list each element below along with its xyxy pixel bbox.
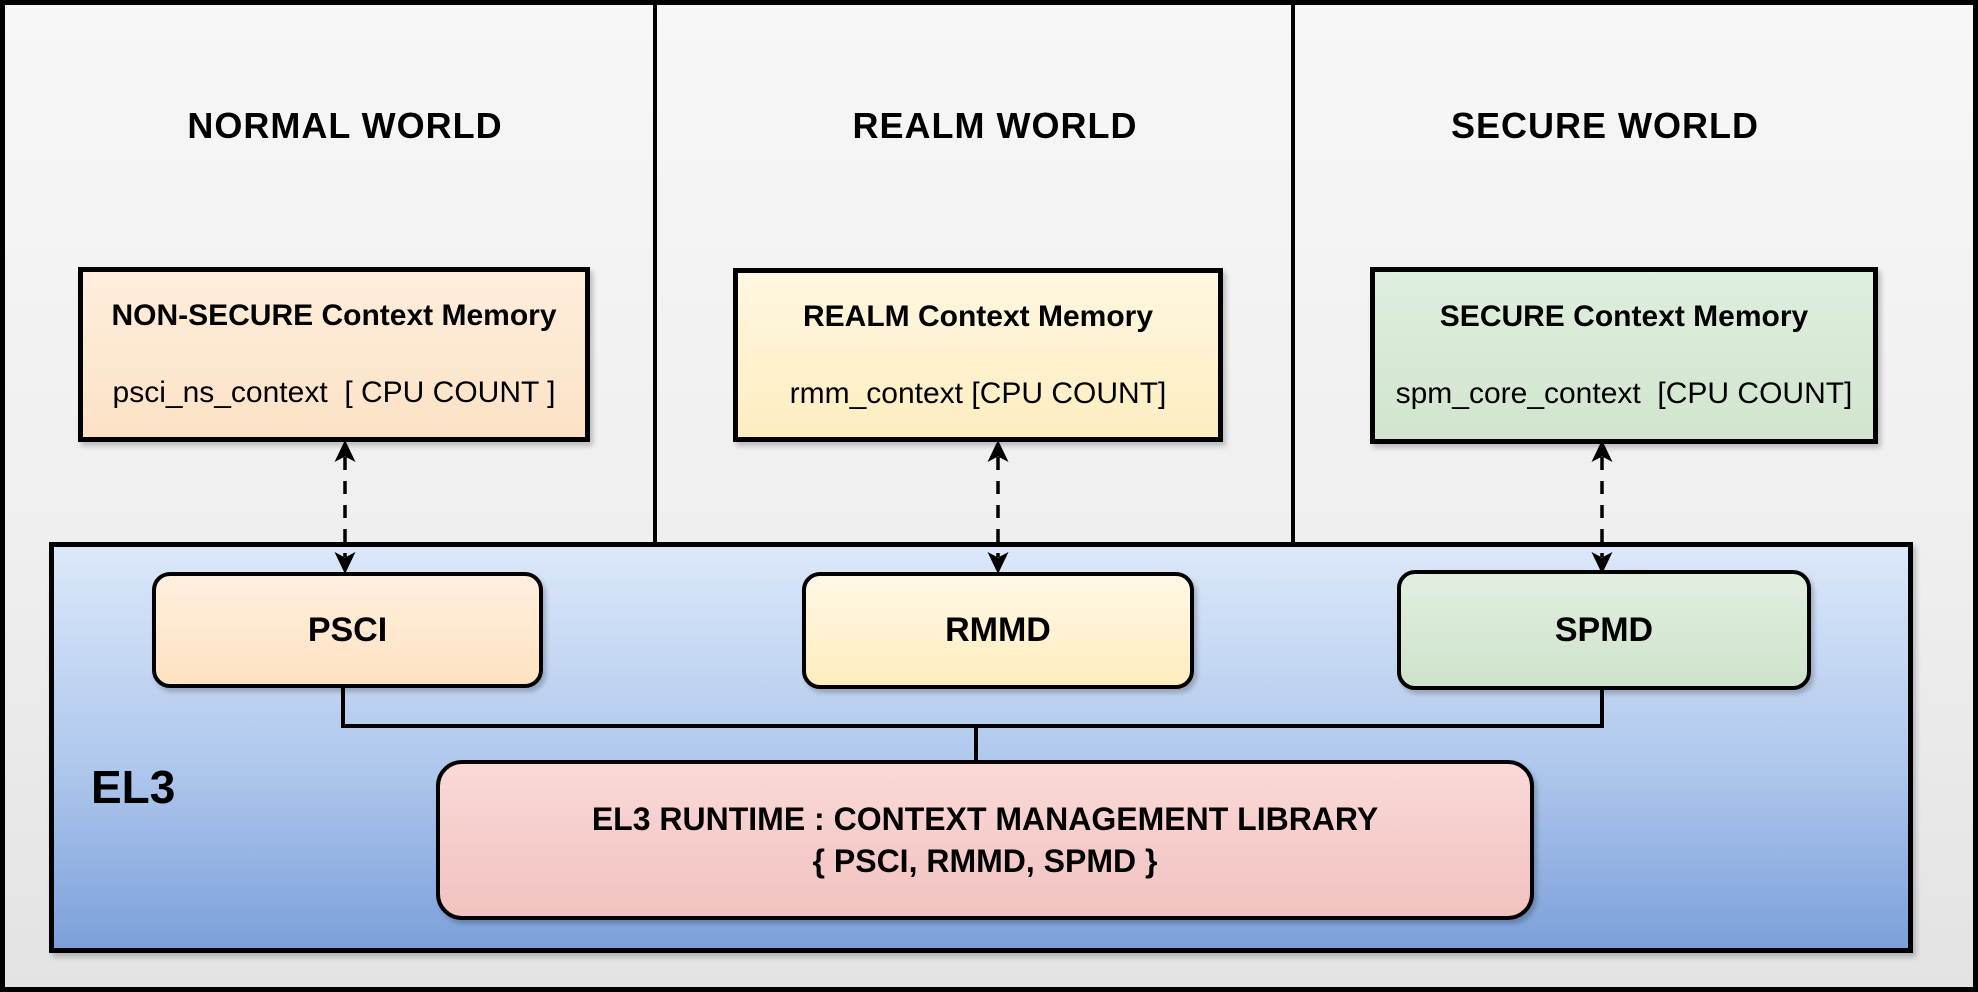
memory-box-code: spm_core_context [CPU COUNT] (1395, 377, 1853, 410)
connector-runtime-stub (974, 726, 978, 762)
memory-box-secure: SECURE Context Memory spm_core_context [… (1370, 267, 1878, 444)
connector-spmd-stub (1600, 686, 1604, 726)
world-title-realm: REALM WORLD (852, 105, 1138, 146)
memory-box-title: SECURE Context Memory (1439, 300, 1809, 333)
connector-bus-line (341, 724, 1604, 728)
memory-box-realm: REALM Context Memory rmm_context [CPU CO… (733, 268, 1223, 442)
panel-divider-normal-realm (653, 5, 657, 545)
world-title-normal: NORMAL WORLD (187, 105, 503, 146)
panel-divider-realm-secure (1291, 5, 1295, 545)
el3-runtime-box: EL3 RUNTIME : CONTEXT MANAGEMENT LIBRARY… (436, 760, 1534, 920)
memory-box-code: psci_ns_context [ CPU COUNT ] (112, 376, 556, 409)
el3-runtime-subtitle: { PSCI, RMMD, SPMD } (812, 843, 1158, 879)
memory-box-code: rmm_context [CPU COUNT] (789, 376, 1167, 410)
memory-box-nonsecure: NON-SECURE Context Memory psci_ns_contex… (78, 267, 590, 442)
module-spmd: SPMD (1397, 570, 1811, 690)
bidirectional-dashed-arrow-spmd (1591, 440, 1613, 574)
memory-box-title: NON-SECURE Context Memory (111, 299, 557, 332)
bidirectional-dashed-arrow-psci (334, 440, 356, 574)
el3-label: EL3 (91, 761, 176, 813)
module-psci: PSCI (152, 572, 543, 688)
world-title-secure: SECURE WORLD (1451, 105, 1759, 146)
bidirectional-dashed-arrow-rmmd (987, 440, 1009, 574)
connector-psci-stub (341, 686, 345, 726)
memory-box-title: REALM Context Memory (802, 299, 1154, 333)
el3-runtime-title: EL3 RUNTIME : CONTEXT MANAGEMENT LIBRARY (591, 801, 1379, 837)
module-rmmd: RMMD (802, 572, 1194, 689)
